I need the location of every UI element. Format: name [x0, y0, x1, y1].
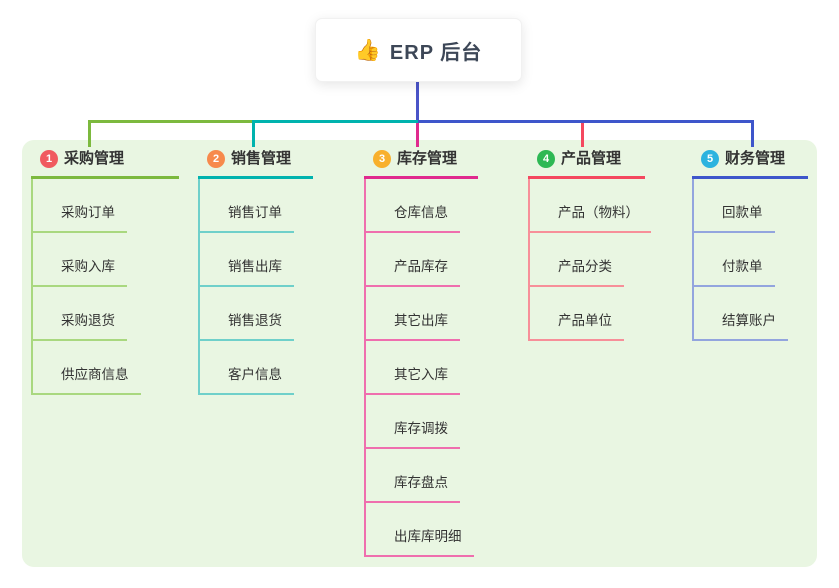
child-node[interactable]: 采购订单 [33, 179, 127, 233]
thumbs-up-icon: 👍 [354, 38, 381, 62]
branch-product-children: 产品（物料）产品分类产品单位 [528, 179, 651, 341]
child-node[interactable]: 回款单 [694, 179, 775, 233]
drop-stub-inventory [416, 123, 419, 147]
branch-finance: 5 财务管理 回款单付款单结算账户 [692, 148, 808, 341]
branch-title: 产品管理 [561, 150, 622, 167]
branch-purchase: 1 采购管理 采购订单采购入库采购退货供应商信息 [31, 148, 179, 395]
root-node[interactable]: 👍 ERP 后台 [315, 18, 522, 82]
child-node[interactable]: 库存盘点 [366, 449, 460, 503]
branch-sales-node[interactable]: 2 销售管理 [198, 148, 313, 179]
branch-number-badge: 3 [373, 150, 391, 168]
drop-stub-sales [252, 120, 255, 147]
child-node[interactable]: 采购退货 [33, 287, 127, 341]
connector-segment-purchase [88, 120, 252, 123]
child-node[interactable]: 销售出库 [200, 233, 294, 287]
branch-number-badge: 2 [207, 150, 225, 168]
child-node[interactable]: 出库库明细 [366, 503, 474, 557]
connector-segment-sales [252, 120, 418, 123]
branch-inventory-children: 仓库信息产品库存其它出库其它入库库存调拨库存盘点出库库明细 [364, 179, 478, 557]
branch-title: 销售管理 [231, 150, 292, 167]
child-node[interactable]: 库存调拨 [366, 395, 460, 449]
branches-panel [22, 140, 817, 567]
branch-inventory-node[interactable]: 3 库存管理 [364, 148, 478, 179]
branch-title: 财务管理 [725, 150, 786, 167]
branch-title: 采购管理 [64, 150, 125, 167]
branch-sales-children: 销售订单销售出库销售退货客户信息 [198, 179, 313, 395]
branch-number-badge: 4 [537, 150, 555, 168]
root-drop-line [416, 82, 419, 123]
branch-inventory: 3 库存管理 仓库信息产品库存其它出库其它入库库存调拨库存盘点出库库明细 [364, 148, 478, 557]
child-node[interactable]: 结算账户 [694, 287, 788, 341]
child-node[interactable]: 客户信息 [200, 341, 294, 395]
child-node[interactable]: 产品单位 [530, 287, 624, 341]
child-node[interactable]: 采购入库 [33, 233, 127, 287]
branch-product-node[interactable]: 4 产品管理 [528, 148, 645, 179]
child-node[interactable]: 销售订单 [200, 179, 294, 233]
child-node[interactable]: 产品（物料） [530, 179, 651, 233]
child-node[interactable]: 其它入库 [366, 341, 460, 395]
child-node[interactable]: 产品库存 [366, 233, 460, 287]
connector-segment-finance [418, 120, 754, 123]
child-node[interactable]: 付款单 [694, 233, 775, 287]
branch-finance-children: 回款单付款单结算账户 [692, 179, 808, 341]
branch-title: 库存管理 [397, 150, 458, 167]
branch-finance-node[interactable]: 5 财务管理 [692, 148, 808, 179]
child-node[interactable]: 仓库信息 [366, 179, 460, 233]
child-node[interactable]: 其它出库 [366, 287, 460, 341]
branch-purchase-node[interactable]: 1 采购管理 [31, 148, 179, 179]
branch-number-badge: 1 [40, 150, 58, 168]
drop-stub-finance [751, 120, 754, 147]
drop-stub-product [581, 123, 584, 147]
branch-product: 4 产品管理 产品（物料）产品分类产品单位 [528, 148, 651, 341]
root-label: ERP 后台 [389, 41, 483, 64]
child-node[interactable]: 供应商信息 [33, 341, 141, 395]
branch-purchase-children: 采购订单采购入库采购退货供应商信息 [31, 179, 179, 395]
child-node[interactable]: 产品分类 [530, 233, 624, 287]
drop-stub-purchase [88, 120, 91, 147]
child-node[interactable]: 销售退货 [200, 287, 294, 341]
branch-number-badge: 5 [701, 150, 719, 168]
branch-sales: 2 销售管理 销售订单销售出库销售退货客户信息 [198, 148, 313, 395]
